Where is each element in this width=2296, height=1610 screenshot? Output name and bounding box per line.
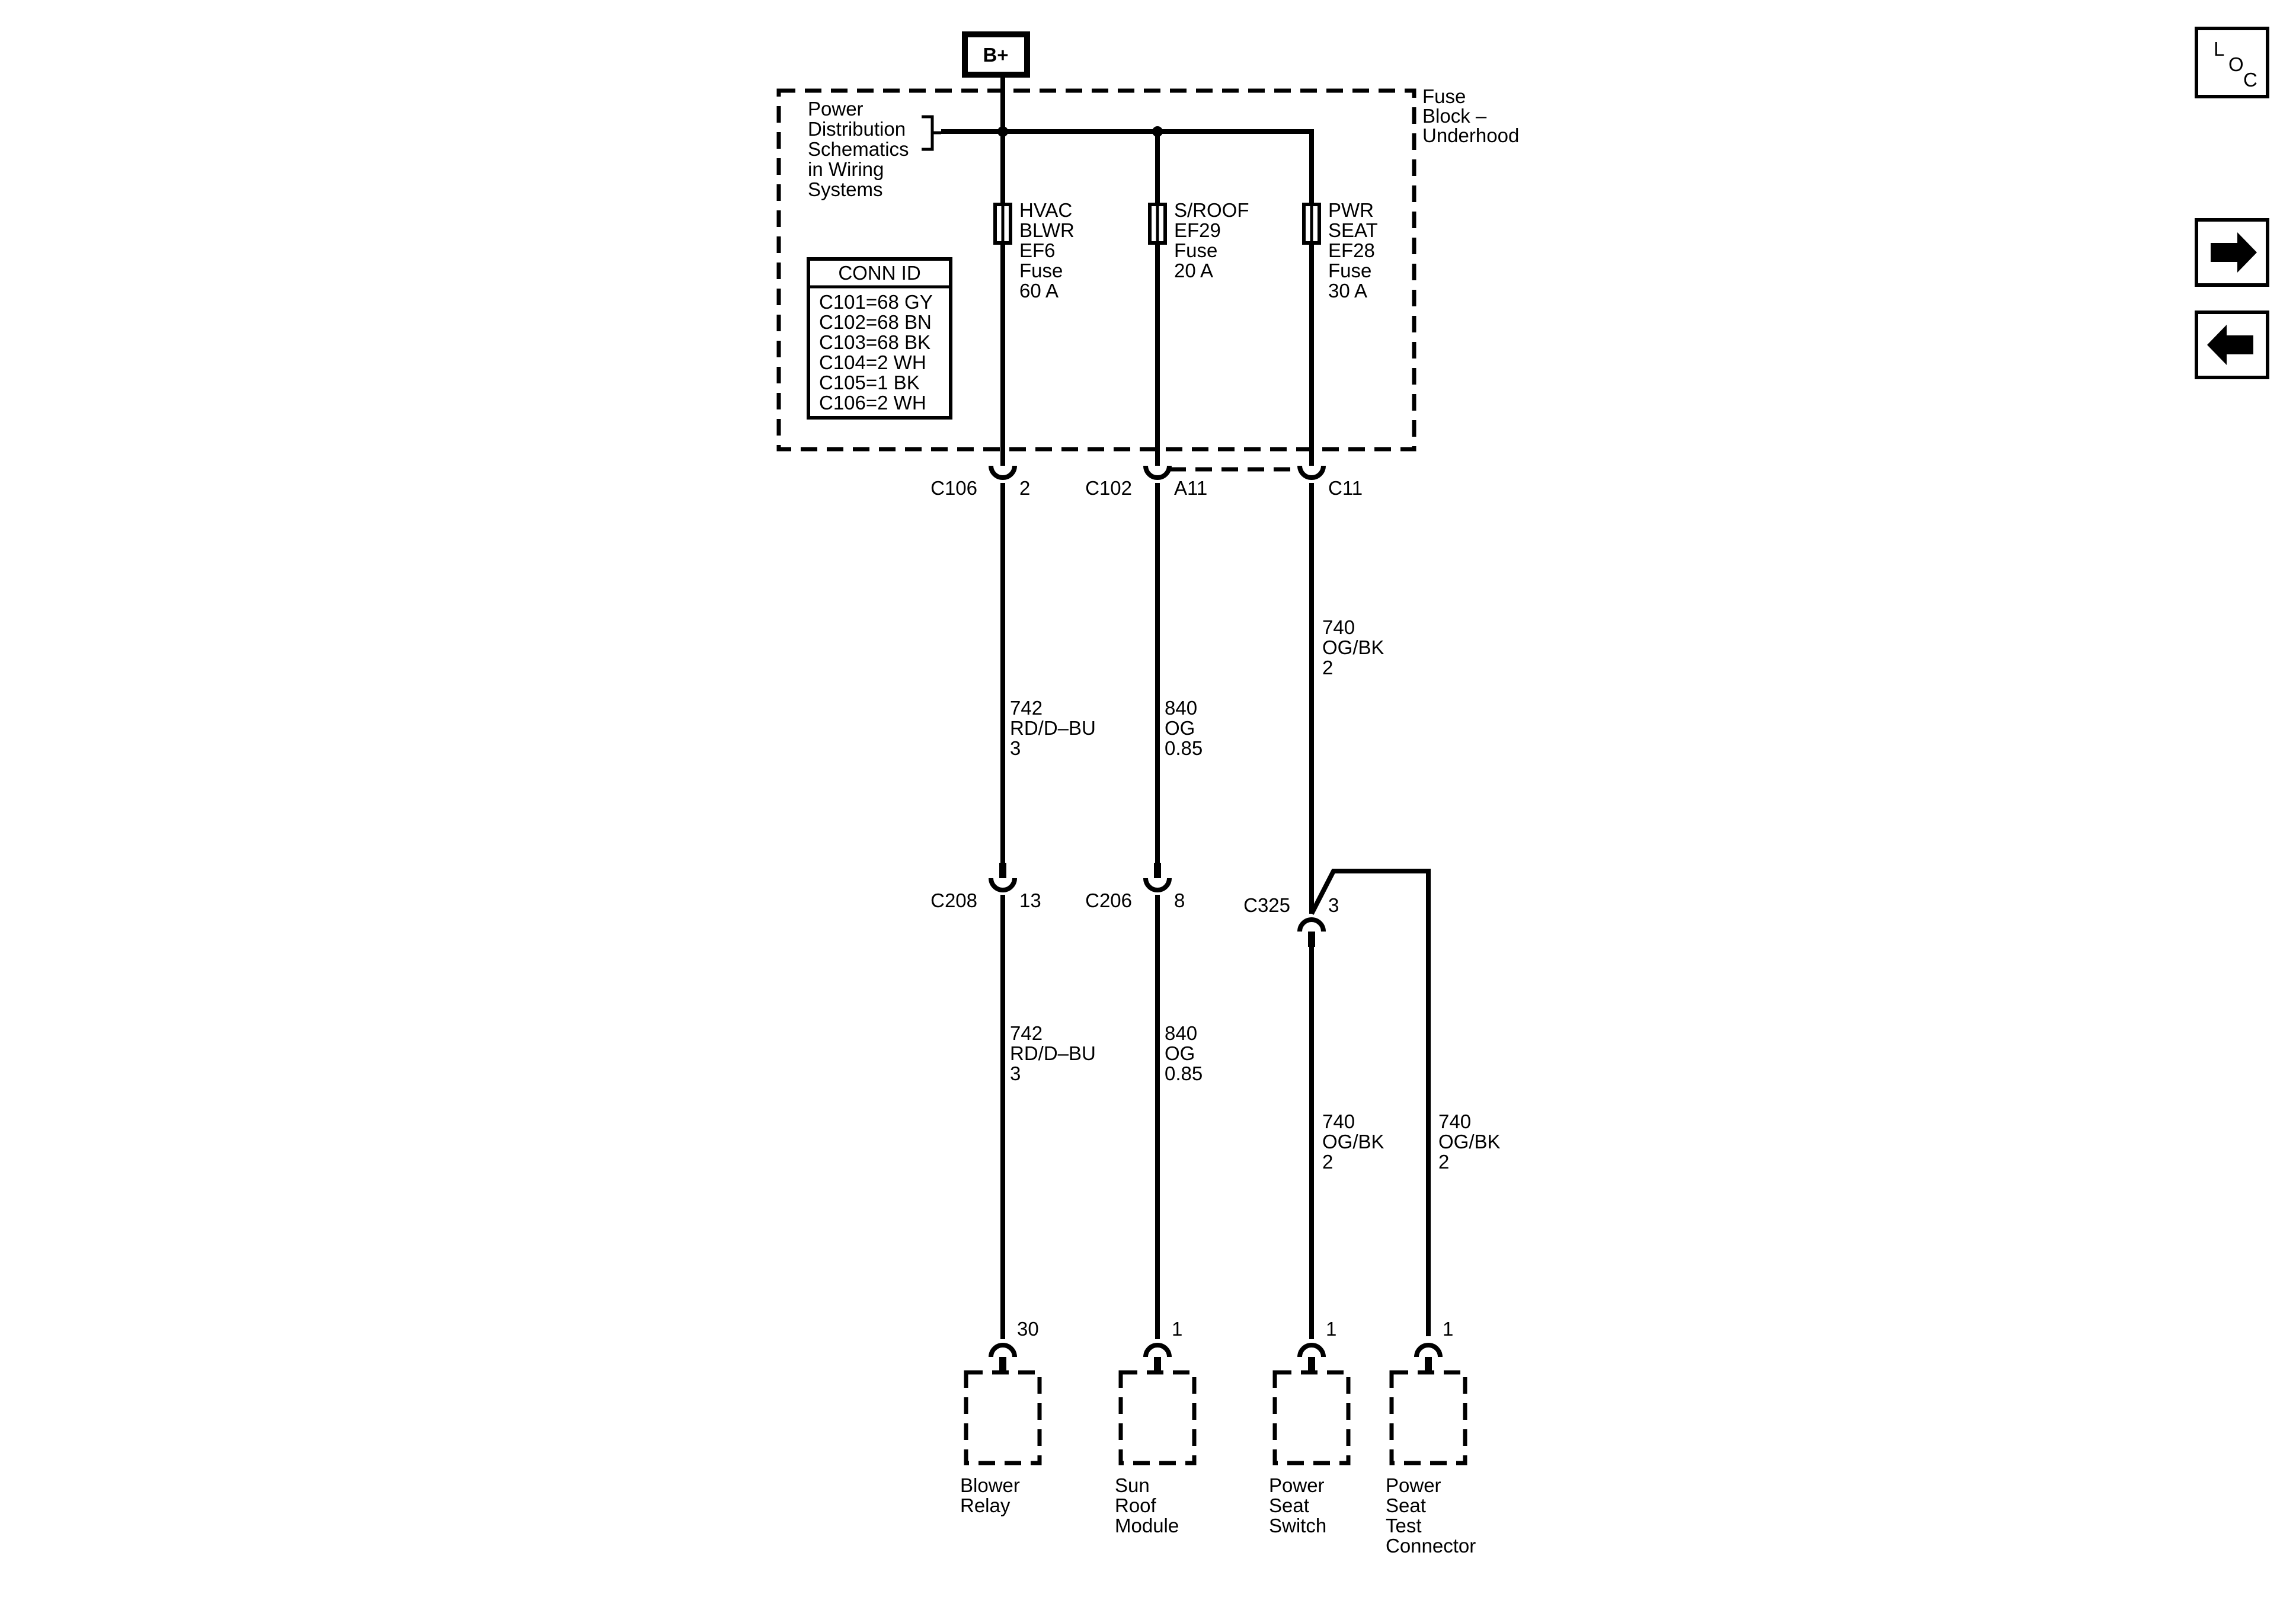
connector-pin: 2: [1019, 477, 1030, 499]
conn-id-rows: C101=68 GY C102=68 BN C103=68 BK C104=2 …: [819, 291, 938, 414]
component-blower-relay: [964, 1370, 1042, 1465]
forward-button[interactable]: [2195, 218, 2269, 287]
component-label-power-seat-test-connector: Power Seat Test Connector: [1386, 1474, 1476, 1557]
back-button[interactable]: [2195, 311, 2269, 379]
conn-id-title: CONN ID: [838, 262, 920, 284]
wire-label-840-upper: 840 OG 0.85: [1165, 697, 1203, 759]
battery-positive-source: B+: [962, 31, 1030, 78]
connector-name: C208: [930, 889, 977, 911]
loc-letter: O: [2228, 53, 2244, 75]
fuse-block-boundary: [776, 88, 1416, 452]
fuse-hvac-blwr: [993, 203, 1012, 245]
component-pin: 30: [1017, 1318, 1039, 1340]
connector-pin: 8: [1174, 889, 1185, 911]
component-pin: 1: [1443, 1318, 1453, 1340]
connector-name: C102: [1085, 477, 1132, 499]
connector-c325: [1297, 917, 1326, 947]
connector-name: C206: [1085, 889, 1132, 911]
loc-letter: L: [2214, 38, 2224, 60]
wire-label-840-lower: 840 OG 0.85: [1165, 1022, 1203, 1084]
component-power-seat-test-connector: [1389, 1370, 1467, 1465]
loc-letter: C: [2243, 69, 2257, 91]
battery-positive-label: B+: [983, 44, 1008, 66]
wire-label-742-upper: 742 RD/D–BU 3: [1010, 697, 1101, 759]
fuse-label-sroof: S/ROOF EF29 Fuse 20 A: [1174, 199, 1255, 281]
connector-pin: 13: [1019, 889, 1041, 911]
splice-dot: [1152, 126, 1163, 137]
component-sun-roof-module: [1118, 1370, 1197, 1465]
component-label-sun-roof-module: Sun Roof Module: [1115, 1474, 1179, 1537]
connector-c102: [1143, 465, 1172, 480]
connector-pin: A11: [1174, 477, 1207, 499]
connector-name: C106: [930, 477, 977, 499]
wire-label-740-test: 740 OG/BK 2: [1438, 1110, 1506, 1173]
fuse-block-label: Fuse Block – Underhood: [1422, 85, 1519, 146]
fuse-label-pwr-seat: PWR SEAT EF28 Fuse 30 A: [1328, 199, 1383, 302]
terminal-sun-roof-module: [1143, 1343, 1172, 1372]
connector-c106: [989, 465, 1017, 480]
terminal-power-seat-test-connector: [1414, 1343, 1443, 1372]
connector-c206: [1143, 863, 1172, 892]
connector-c11: [1297, 465, 1326, 480]
fuse-label-hvac: HVAC BLWR EF6 Fuse 60 A: [1019, 199, 1080, 302]
component-pin: 1: [1172, 1318, 1182, 1340]
wire-label-742-lower: 742 RD/D–BU 3: [1010, 1022, 1101, 1084]
power-bus: [941, 129, 1314, 204]
fuse-pwr-seat: [1302, 203, 1321, 245]
power-distribution-bracket: [922, 115, 941, 151]
loc-button[interactable]: L O C: [2195, 27, 2269, 98]
connector-c208: [989, 863, 1017, 892]
component-power-seat-switch: [1272, 1370, 1351, 1465]
fuse-sroof: [1148, 203, 1167, 245]
component-label-blower-relay: Blower Relay: [960, 1474, 1025, 1516]
splice-dot: [997, 126, 1008, 137]
arrow-left-icon: [2207, 325, 2253, 365]
component-label-power-seat-switch: Power Seat Switch: [1269, 1474, 1330, 1537]
connector-pin: C11: [1328, 477, 1363, 499]
wire-label-740-lower: 740 OG/BK 2: [1322, 1110, 1390, 1173]
conn-id-table: CONN ID C101=68 GY C102=68 BN C103=68 BK…: [807, 257, 952, 420]
power-distribution-label: Power Distribution Schematics in Wiring …: [808, 98, 914, 200]
test-connector-branch: [1309, 869, 1431, 1336]
connector-pin: 3: [1328, 894, 1339, 916]
arrow-right-icon: [2211, 232, 2257, 273]
wire-label-740-upper: 740 OG/BK 2: [1322, 616, 1390, 678]
connector-name: C325: [1243, 894, 1290, 916]
terminal-blower-relay: [989, 1343, 1017, 1372]
component-pin: 1: [1326, 1318, 1336, 1340]
terminal-power-seat-switch: [1297, 1343, 1326, 1372]
